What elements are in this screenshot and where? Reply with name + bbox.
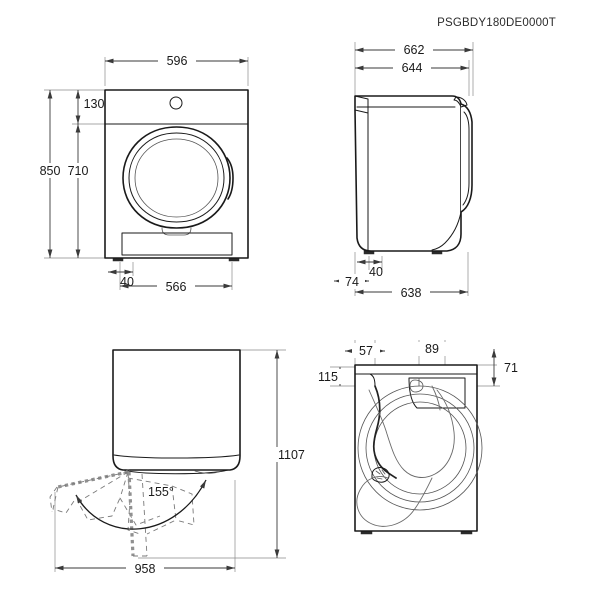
dim-label-rear-right-drop: 71 (504, 361, 518, 375)
dim-front-panel-130: 130 (75, 90, 108, 124)
dim-label-top-door-open-width: 958 (135, 562, 156, 576)
dim-front-height-850: 850 (36, 90, 64, 258)
rear-vent-opening-icon (409, 379, 424, 393)
rear-drain-hose (368, 389, 455, 478)
dim-label-side-depth-total: 662 (404, 43, 425, 57)
dim-label-rear-left-drop: 115 (318, 370, 338, 384)
front-door-handle-icon (226, 157, 234, 200)
dim-front-foot-span-566: 566 (120, 279, 232, 294)
rear-drum-middle (365, 393, 475, 503)
dim-label-front-foot-span: 566 (166, 280, 187, 294)
dim-label-front-width: 596 (167, 54, 188, 68)
dim-rear-left-drop-115: 115 (313, 367, 343, 386)
top-door-open-155 (57, 470, 129, 489)
top-front-panel-strip (113, 454, 240, 459)
dim-front-width-596: 596 (105, 53, 248, 68)
rear-vent-plate (408, 377, 466, 409)
rear-power-plug-pins (375, 469, 386, 480)
dim-label-side-rear-offset: 74 (345, 275, 359, 289)
top-door-handle-icon (194, 470, 222, 474)
dim-side-depth-662: 662 (355, 42, 473, 57)
dim-label-rear-vent-width: 89 (425, 342, 439, 356)
dim-label-side-depth-base: 638 (401, 286, 422, 300)
dim-label-door-angle: 155° (148, 485, 174, 499)
dim-top-door-open-depth-1107: 1107 (260, 350, 305, 558)
rear-cabinet-body (354, 364, 478, 532)
top-door-swing-arc: 155° (75, 479, 207, 530)
dim-side-rear-offset-74: 74 (334, 274, 369, 289)
dim-label-front-door-center: 710 (68, 164, 89, 178)
front-door-ring-outer (122, 126, 231, 229)
rear-left-corner-cut (354, 373, 376, 387)
side-door-handle-icon (453, 96, 468, 108)
dim-rear-vent-width-89: 89 (418, 342, 446, 356)
front-view-group: 596 850 710 130 4 (36, 53, 249, 294)
rear-hose-connector (431, 385, 441, 411)
side-door-inner-line (462, 111, 470, 206)
rear-drain-hose-lower-loop (356, 476, 433, 527)
dim-label-top-door-open-depth: 1107 (278, 448, 305, 462)
rear-drum-outer (357, 385, 483, 511)
front-program-knob-icon (169, 96, 183, 110)
dim-rear-left-offset-57: 57 (345, 343, 385, 358)
dim-top-door-open-width-958: 958 (55, 561, 235, 576)
dim-side-depth-644: 644 (355, 60, 469, 75)
dim-side-depth-638: 638 (355, 285, 468, 300)
model-code-label: PSGBDY180DE0000T (437, 17, 556, 29)
side-door-profile (460, 103, 473, 213)
dim-label-rear-left-offset: 57 (359, 344, 373, 358)
front-filter-handle-icon (161, 227, 192, 236)
dim-label-front-height: 850 (40, 164, 61, 178)
dim-label-side-foot-inset: 40 (369, 265, 383, 279)
dim-label-front-panel: 130 (84, 97, 105, 111)
dim-rear-right-drop-71: 71 (491, 349, 525, 386)
dim-front-door-center-710: 710 (64, 124, 92, 258)
rear-view-group: 57 89 115 71 (313, 340, 525, 535)
top-cabinet-body (112, 349, 241, 471)
front-door-ring-inner (128, 132, 225, 223)
front-door-glass-edge (134, 138, 219, 218)
front-filter-drawer (121, 232, 233, 256)
rear-power-plug-icon (371, 467, 390, 483)
rear-power-cable (372, 385, 397, 479)
dim-label-side-depth-body: 644 (402, 61, 423, 75)
side-front-base-line (431, 211, 462, 251)
top-view-door-swing-group: 1107 958 (49, 349, 305, 576)
side-view-group: 662 644 40 74 638 (334, 42, 474, 300)
side-cabinet-body (354, 95, 462, 252)
dim-label-front-foot-inset: 40 (120, 275, 134, 289)
dim-side-foot-inset-40: 40 (357, 259, 383, 279)
